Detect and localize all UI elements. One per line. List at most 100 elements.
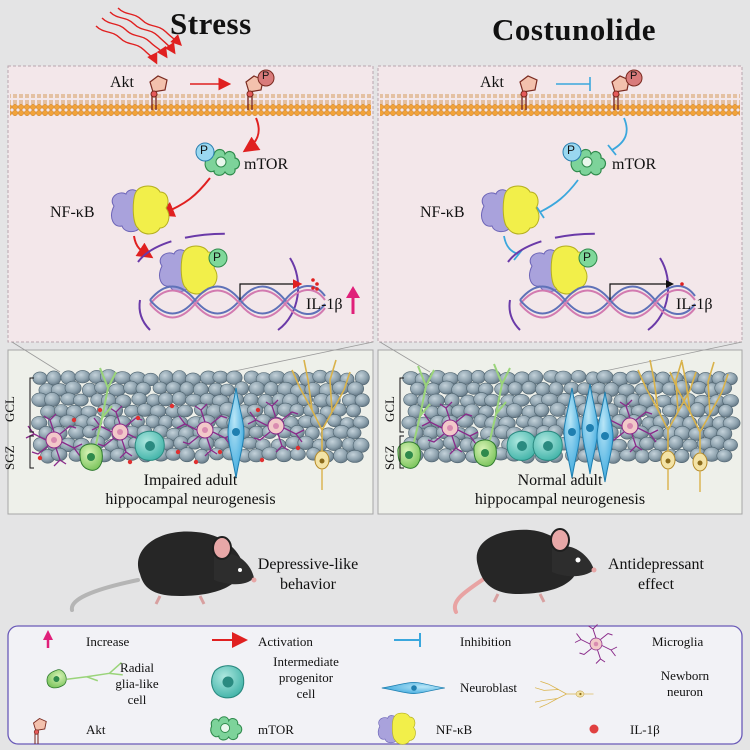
left-caption-line1: Impaired adult bbox=[143, 472, 238, 489]
depressed-mouse-icon bbox=[69, 531, 257, 612]
granule-cell bbox=[261, 446, 279, 461]
granule-cell bbox=[722, 416, 741, 430]
granule-cell bbox=[171, 391, 187, 406]
left-layer-brackets bbox=[29, 377, 34, 469]
left-akt-to-mtor-arrow bbox=[242, 117, 261, 153]
granule-cell bbox=[219, 383, 235, 397]
right-layer-brackets bbox=[399, 377, 404, 469]
granule-cell bbox=[194, 448, 210, 464]
right-mtor-label: mTOR bbox=[612, 156, 657, 173]
left-behavior-line1: Depressive-like bbox=[257, 556, 359, 573]
granule-cell bbox=[289, 403, 305, 417]
granule-cell bbox=[44, 392, 61, 408]
granule-cell bbox=[345, 403, 361, 418]
right-transcription-arrow bbox=[609, 283, 670, 300]
right-behavior-line1: Antidepressant bbox=[608, 556, 704, 573]
legend-ipc-line1: Intermediate bbox=[273, 654, 339, 669]
legend-mtor-icon bbox=[210, 716, 243, 741]
legend-radial-line1: Radial bbox=[120, 660, 154, 675]
right-mtor-p-label: P bbox=[567, 143, 576, 157]
right-nfkb-p-circle bbox=[578, 248, 598, 268]
granule-cell bbox=[73, 393, 89, 407]
granule-cell bbox=[225, 370, 243, 385]
granule-cell bbox=[346, 449, 364, 463]
granule-cell bbox=[718, 404, 734, 418]
legend-ipc-line3: cell bbox=[296, 686, 316, 701]
granule-cell bbox=[346, 426, 362, 440]
legend-microglia-label: Microglia bbox=[652, 634, 704, 649]
right-nfkb-label: NF-κB bbox=[420, 204, 465, 221]
left-nfkb-p-circle bbox=[208, 248, 228, 268]
legend-ipc-line2: progenitor bbox=[278, 670, 334, 685]
left-ipc-cell bbox=[134, 430, 165, 461]
granule-cell bbox=[152, 381, 168, 395]
granule-cell bbox=[354, 393, 370, 408]
left-nfkb-p-label: P bbox=[213, 250, 222, 264]
granule-cell bbox=[142, 372, 159, 387]
left-mtor-label: mTOR bbox=[244, 156, 289, 173]
right-akt-p-circle bbox=[625, 69, 643, 87]
left-akt-p-circle bbox=[257, 69, 275, 87]
right-caption-line2: hippocampal neurogenesis bbox=[474, 491, 646, 508]
right-akt-p-label: P bbox=[630, 70, 638, 82]
right-mtor-p-circle bbox=[562, 142, 582, 162]
granule-cell bbox=[690, 381, 708, 395]
right-membrane bbox=[380, 94, 740, 116]
granule-cell bbox=[507, 381, 523, 396]
granule-cell bbox=[470, 369, 486, 384]
granule-cell bbox=[31, 416, 48, 430]
granule-cell bbox=[165, 447, 182, 461]
granule-cell bbox=[179, 447, 196, 463]
right-inhibition-akt bbox=[556, 77, 591, 91]
left-transcription-arrow bbox=[239, 279, 303, 300]
right-gcl-label: GCL bbox=[382, 396, 397, 422]
granule-cell bbox=[74, 370, 91, 384]
right-ipc-cell-2 bbox=[532, 430, 563, 461]
granule-cell bbox=[619, 448, 637, 462]
left-nfkb-to-nucleus-arrow bbox=[133, 235, 154, 259]
granule-cell bbox=[423, 447, 440, 463]
granule-cell bbox=[505, 403, 523, 418]
granule-cell bbox=[443, 435, 461, 450]
left-caption-line2: hippocampal neurogenesis bbox=[105, 491, 276, 508]
granule-cell bbox=[549, 402, 567, 417]
legend-akt-label: Akt bbox=[86, 722, 106, 737]
legend-mtor-label: mTOR bbox=[258, 722, 294, 737]
legend-newborn-line1: Newborn bbox=[660, 668, 710, 683]
left-nfkb-icon bbox=[111, 185, 170, 235]
granule-cell bbox=[297, 435, 314, 450]
left-gcl-label: GCL bbox=[2, 396, 17, 422]
granule-cell bbox=[596, 370, 614, 384]
legend-inhibition-icon bbox=[394, 633, 421, 647]
left-mtor-p-circle bbox=[195, 142, 215, 162]
left-membrane bbox=[10, 94, 371, 116]
title-stress: Stress bbox=[170, 6, 252, 41]
granule-cell bbox=[212, 370, 229, 384]
left-behavior-line2: behavior bbox=[280, 576, 336, 593]
right-nfkb-p-label: P bbox=[583, 250, 592, 264]
left-il1b-increase-icon bbox=[346, 286, 360, 314]
legend-inhibition-label: Inhibition bbox=[460, 634, 512, 649]
legend-neuroblast-label: Neuroblast bbox=[460, 680, 518, 695]
legend-box bbox=[7, 625, 743, 745]
left-nfkb-label: NF-κB bbox=[50, 204, 95, 221]
granule-cell bbox=[521, 381, 537, 395]
left-il1b-dots bbox=[37, 403, 301, 465]
granule-cell bbox=[456, 414, 474, 428]
right-caption-line1: Normal adult bbox=[517, 472, 603, 489]
legend-il1b-label: IL-1β bbox=[630, 722, 660, 737]
granule-cell bbox=[352, 415, 370, 429]
left-sgz-label: SGZ bbox=[2, 445, 17, 470]
legend-activation-label: Activation bbox=[258, 634, 313, 649]
right-il1b-label: IL-1β bbox=[676, 296, 713, 313]
legend-il1b-icon bbox=[589, 724, 599, 734]
granule-cell bbox=[533, 402, 550, 417]
legend-radial-line2: glia-like bbox=[115, 676, 159, 691]
legend-nfkb-icon bbox=[377, 712, 416, 745]
right-inhibition-nfkb bbox=[535, 179, 579, 219]
right-ipc-cell-1 bbox=[506, 430, 537, 461]
granule-cell bbox=[403, 393, 419, 407]
granule-cell bbox=[716, 449, 733, 463]
